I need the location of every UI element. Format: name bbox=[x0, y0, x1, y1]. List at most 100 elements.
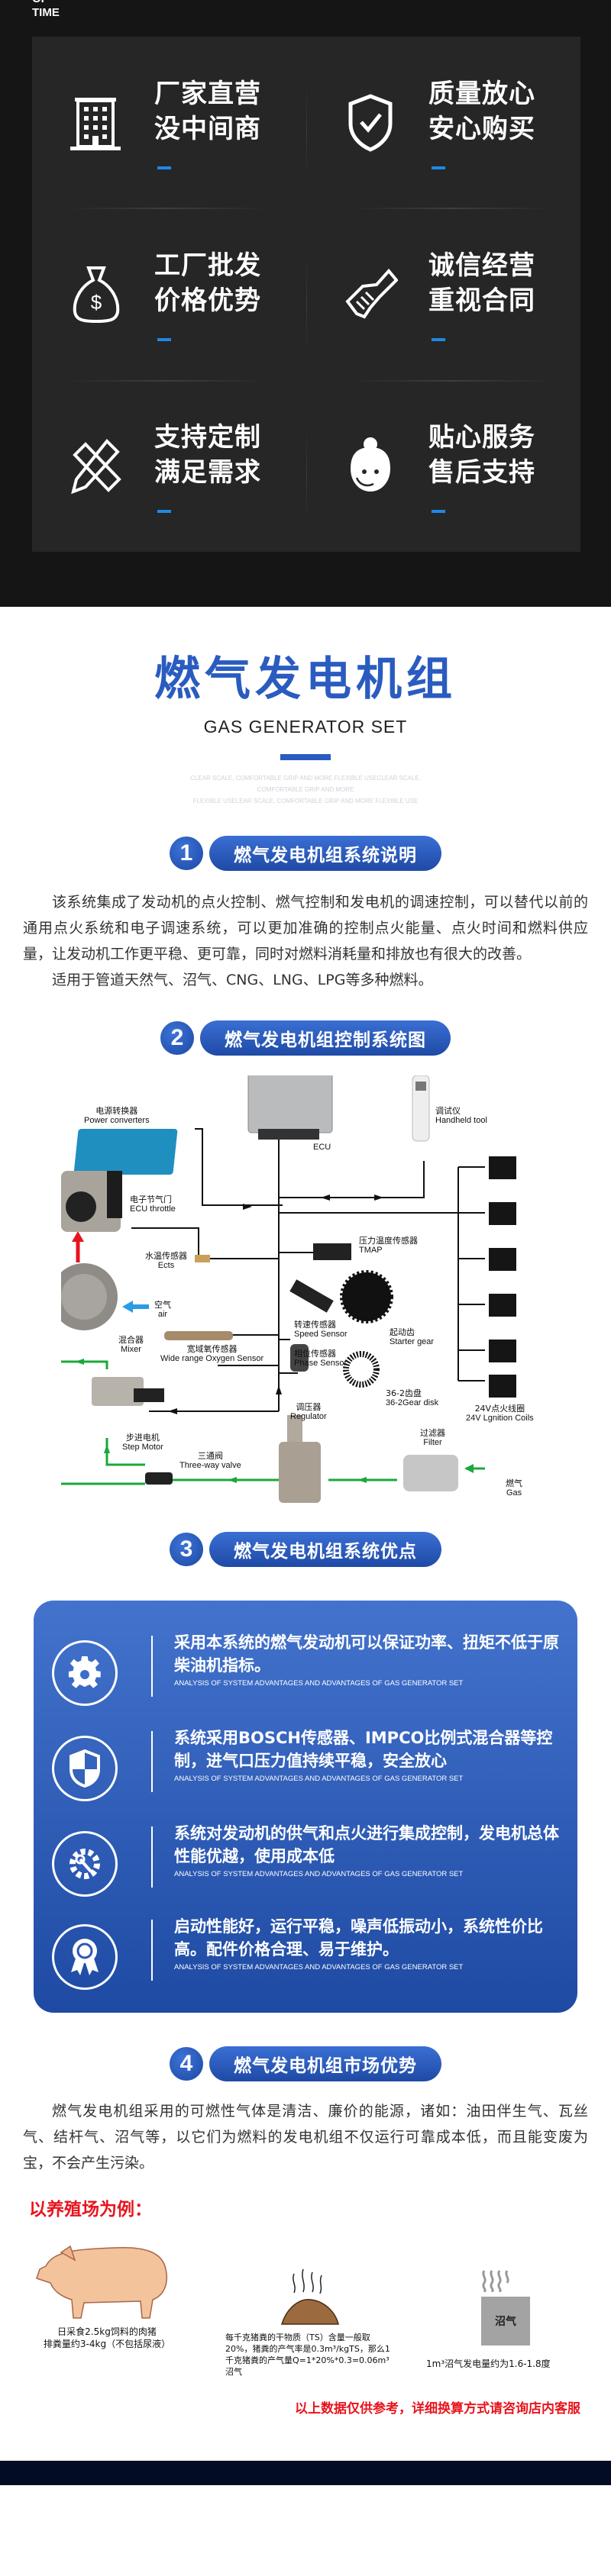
hero-section: 燃气发电机组 GAS GENERATOR SET CLEAR SCALE, CO… bbox=[0, 607, 611, 807]
shield-check-icon bbox=[348, 94, 393, 152]
section-number: 2 bbox=[160, 1021, 194, 1055]
decorative-text: CLEAR SCALE, COMFORTABLE GRIP AND MORE F… bbox=[190, 775, 421, 804]
power-converter-graphic bbox=[73, 1129, 178, 1175]
disclaimer-note: 以上数据仅供参考，详细换算方式请咨询店内客服 bbox=[295, 2401, 580, 2416]
advantage-item: 系统采用BOSCH传感器、IMPCO比例式混合器等控制，进气口压力值持续平稳，安… bbox=[34, 1726, 577, 1810]
ects-graphic bbox=[195, 1255, 210, 1262]
section-number: 3 bbox=[170, 1533, 203, 1566]
section-number: 1 bbox=[170, 837, 203, 870]
speed-sensor-graphic bbox=[289, 1279, 334, 1313]
money-bag-icon: $ bbox=[73, 266, 120, 324]
feature-factory-direct: 厂家直营没中间商 bbox=[32, 37, 306, 208]
section-title: 燃气发电机组系统说明 bbox=[209, 836, 441, 871]
handheld-tool-graphic bbox=[412, 1075, 430, 1142]
feature-integrity: 诚信经营重视合同 bbox=[306, 208, 580, 380]
mixer-graphic bbox=[61, 1263, 118, 1330]
award-ribbon-icon bbox=[71, 1939, 99, 1975]
pencil-ruler-icon bbox=[71, 439, 121, 495]
ignition-coil-graphic bbox=[489, 1156, 516, 1398]
tmap-graphic bbox=[313, 1243, 351, 1260]
advantage-item: 采用本系统的燃气发动机可以保证功率、扭矩不低于原柴油机指标。ANALYSIS O… bbox=[34, 1631, 577, 1715]
divider bbox=[151, 1920, 153, 1981]
section-title: 燃气发电机组控制系统图 bbox=[200, 1020, 451, 1056]
building-icon bbox=[70, 98, 121, 150]
divider bbox=[66, 208, 269, 209]
manure-caption: 每千克猪粪的干物质（TS）含量一般取20%，猪粪的产气率是0.3m³/kgTS，… bbox=[225, 2333, 390, 2377]
shield-icon bbox=[70, 1749, 100, 1788]
label-ecu: ECU bbox=[313, 1143, 331, 1152]
accent-bar bbox=[432, 510, 445, 513]
manure-illustration bbox=[280, 2268, 339, 2325]
biogas-caption: 1m³沼气发电量约为1.6-1.8度 bbox=[426, 2358, 551, 2369]
gear-disk-graphic bbox=[343, 1351, 380, 1388]
section-heading-3: 3 燃气发电机组系统优点 bbox=[0, 1532, 611, 1567]
advantage-item: 启动性能好，运行平稳，噪声低振动小，系统性价比高。配件价格合理、易于维护。ANA… bbox=[34, 1915, 577, 1999]
feature-service: 贴心服务售后支持 bbox=[306, 380, 580, 552]
svg-text:$: $ bbox=[91, 291, 102, 314]
steam-icon bbox=[482, 2270, 509, 2292]
divider bbox=[151, 1636, 153, 1697]
accent-bar bbox=[157, 166, 171, 169]
example-figures: 日采食2.5kg饲料的肉猪 排粪量约3-4kg（不包括尿液） 每千克猪粪的干物质… bbox=[0, 2220, 611, 2388]
gear-icon bbox=[68, 1656, 101, 1688]
phase-sensor-graphic bbox=[290, 1344, 309, 1372]
feature-wholesale: $ 工厂批发价格优势 bbox=[32, 208, 306, 380]
title-bar bbox=[280, 754, 331, 760]
divider bbox=[351, 380, 554, 382]
divider bbox=[66, 380, 269, 382]
section-title: 燃气发电机组系统优点 bbox=[209, 1532, 441, 1567]
advantages-panel: 采用本系统的燃气发动机可以保证功率、扭矩不低于原柴油机指标。ANALYSIS O… bbox=[34, 1601, 577, 2013]
accent-bar bbox=[157, 338, 171, 341]
feature-panel: 厂家直营没中间商 质量放心安心购买 $ 工厂批发价格优势 诚 bbox=[32, 37, 580, 552]
pig-caption: 日采食2.5kg饲料的肉猪 排粪量约3-4kg（不包括尿液） bbox=[43, 2326, 171, 2349]
page-title: 燃气发电机组 bbox=[154, 653, 457, 706]
system-description: 该系统集成了发动机的点火控制、燃气控制和发电机的调速控制，可以替代以前的通用点火… bbox=[23, 894, 588, 988]
market-description: 燃气发电机组采用的可燃性气体是清洁、廉价的能源，诸如：油田伴生气、瓦丝气、结杆气… bbox=[23, 2103, 588, 2171]
accent-bar bbox=[157, 510, 171, 513]
divider bbox=[151, 1826, 153, 1888]
throttle-graphic bbox=[61, 1171, 122, 1232]
accent-bar bbox=[432, 338, 445, 341]
accent-bar bbox=[432, 166, 445, 169]
section-heading-2: 2 燃气发电机组控制系统图 bbox=[0, 1020, 611, 1056]
filter-graphic bbox=[403, 1455, 458, 1491]
diagram-wiring bbox=[61, 1075, 516, 1503]
oxygen-sensor-graphic bbox=[164, 1331, 233, 1340]
regulator-graphic bbox=[279, 1415, 321, 1503]
divider bbox=[151, 1731, 153, 1792]
section-title: 燃气发电机组市场优势 bbox=[209, 2046, 441, 2081]
ecu-graphic bbox=[247, 1075, 333, 1140]
feature-custom: 支持定制满足需求 bbox=[32, 380, 306, 552]
step-motor-graphic bbox=[92, 1377, 164, 1406]
section-heading-1: 1 燃气发电机组系统说明 bbox=[0, 836, 611, 871]
section-heading-4: 4 燃气发电机组市场优势 bbox=[0, 2046, 611, 2081]
clipped-heading: OF TIME bbox=[32, 0, 60, 19]
section-number: 4 bbox=[170, 2047, 203, 2081]
divider bbox=[306, 426, 307, 525]
feature-quality: 质量放心安心购买 bbox=[306, 37, 580, 208]
biogas-box: 沼气 bbox=[481, 2297, 530, 2345]
divider bbox=[351, 208, 554, 209]
three-way-valve-graphic bbox=[145, 1472, 173, 1485]
